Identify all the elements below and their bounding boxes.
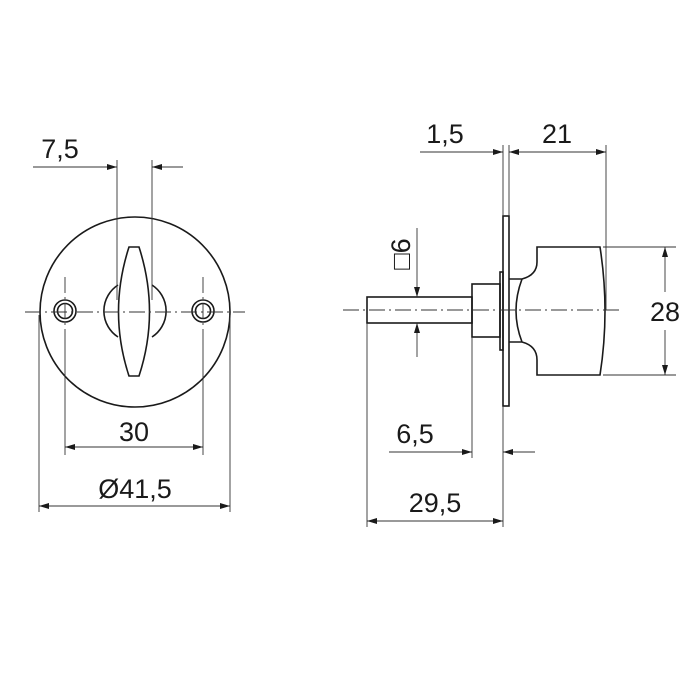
rosette-plate bbox=[502, 215, 510, 407]
dimension-label: Ø41,5 bbox=[98, 474, 172, 504]
dimension-label: 7,5 bbox=[41, 134, 79, 164]
dimension-knob-length: 21 bbox=[509, 119, 607, 310]
side-view: 1,5 21 28 □6 6,5 bbox=[343, 119, 680, 527]
dimension-label: □6 bbox=[386, 238, 416, 269]
dimension-spindle-square: □6 bbox=[386, 228, 420, 357]
dimension-label: 30 bbox=[119, 417, 149, 447]
dimension-spindle-length: 29,5 bbox=[366, 323, 504, 527]
dimension-diameter: Ø41,5 bbox=[38, 315, 231, 512]
knob bbox=[509, 246, 606, 376]
dimension-label: 6,5 bbox=[396, 419, 434, 449]
dimension-key-width: 7,5 bbox=[33, 134, 183, 300]
thumb-turn bbox=[117, 246, 151, 377]
dimension-knob-height: 28 bbox=[603, 246, 680, 376]
dimension-label: 1,5 bbox=[426, 119, 464, 149]
dimension-label: 21 bbox=[542, 119, 572, 149]
turn-hub bbox=[103, 284, 167, 338]
dimension-hole-spacing: 30 bbox=[64, 345, 204, 455]
dimension-collar-length: 6,5 bbox=[389, 337, 535, 458]
dimension-plate-thickness: 1,5 bbox=[420, 119, 510, 216]
dimension-label: 29,5 bbox=[409, 488, 462, 518]
front-view: 7,5 30 Ø41,5 bbox=[25, 134, 245, 512]
collar bbox=[471, 283, 501, 338]
dimension-label: 28 bbox=[650, 297, 680, 327]
